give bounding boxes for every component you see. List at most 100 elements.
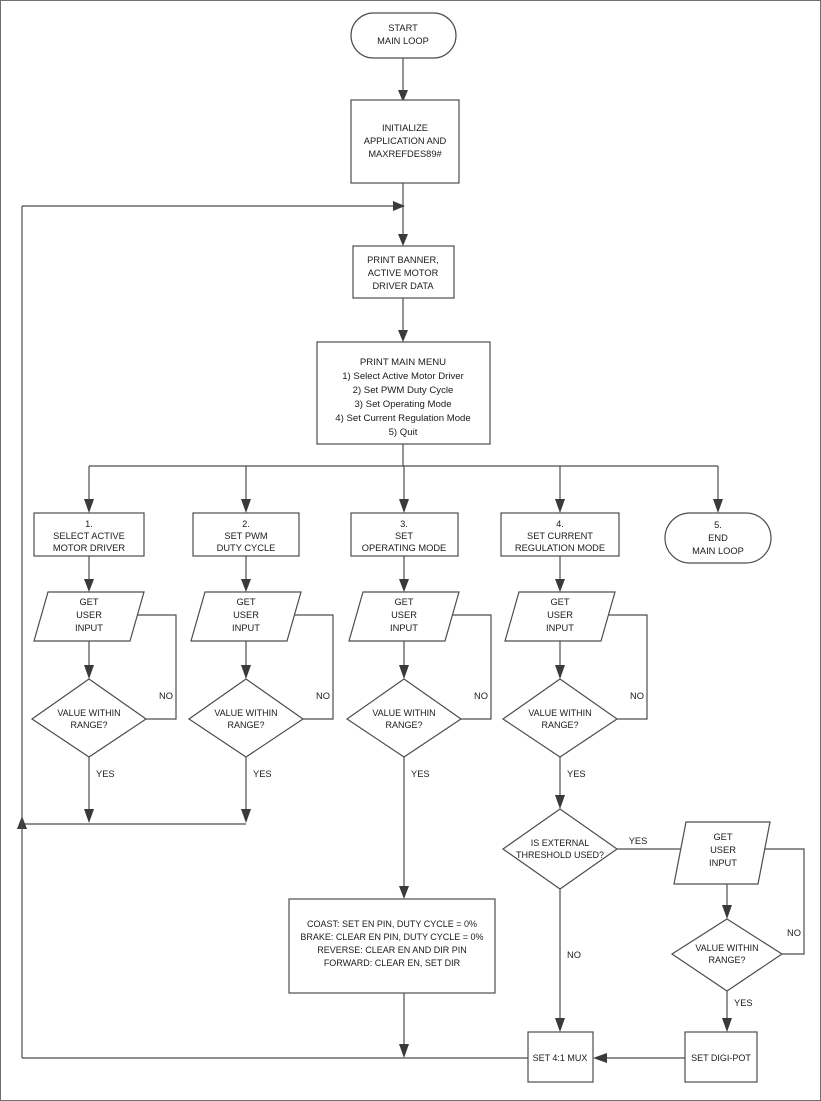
arrowhead-ext (555, 795, 565, 809)
option-4-line-2: SET CURRENT (527, 531, 593, 541)
modes-line-3: REVERSE: CLEAR EN AND DIR PIN (317, 945, 467, 955)
print-banner-shape (352, 245, 455, 299)
arrowhead-modes-bottom (399, 1044, 409, 1058)
start-line-2: MAIN LOOP (377, 36, 429, 46)
option-3-line-2: SET (395, 531, 413, 541)
set-digipot-shape (684, 1031, 758, 1083)
node-value-within-range-1[interactable]: VALUE WITHIN RANGE? (30, 678, 148, 758)
check-2-line-2: RANGE? (227, 720, 264, 730)
node-option-2-set-pwm-duty-cycle[interactable]: 2. SET PWM DUTY CYCLE (192, 512, 300, 557)
start-line-1: START (388, 23, 418, 33)
option-3-number: 3. (400, 519, 408, 529)
node-operating-mode-actions[interactable]: COAST: SET EN PIN, DUTY CYCLE = 0% BRAKE… (288, 898, 496, 994)
edge-label-no-4: NO (630, 691, 644, 701)
node-get-user-input-5[interactable]: GET USER INPUT (673, 821, 771, 885)
option-2-number: 2. (242, 519, 250, 529)
ext-threshold-shape (501, 808, 619, 890)
edge-label-yes-1: YES (96, 769, 115, 779)
arrowhead-banner (398, 234, 408, 246)
ext-threshold-line-1: IS EXTERNAL (531, 838, 590, 848)
input-2-line-2: USER (233, 610, 259, 620)
option-5-line-3: MAIN LOOP (692, 546, 744, 556)
check-1-line-1: VALUE WITHIN (57, 708, 120, 718)
menu-item-2[interactable]: 2) Set PWM Duty Cycle (353, 385, 454, 396)
conn-no1-loop (105, 614, 177, 720)
arrowhead-input4 (555, 579, 565, 592)
node-set-4-1-mux[interactable]: SET 4:1 MUX (527, 1031, 594, 1083)
node-option-4-set-current-regulation-mode[interactable]: 4. SET CURRENT REGULATION MODE (500, 512, 620, 557)
node-get-user-input-3[interactable]: GET USER INPUT (348, 591, 460, 642)
check-5-line-1: VALUE WITHIN (695, 943, 758, 953)
option-5-number: 5. (714, 520, 722, 530)
arrowhead-initialize (398, 90, 408, 102)
node-print-main-menu[interactable]: PRINT MAIN MENU 1) Select Active Motor D… (316, 341, 491, 445)
node-initialize[interactable]: INITIALIZE APPLICATION AND MAXREFDES89# (350, 99, 460, 184)
arrowhead-input2 (241, 579, 251, 592)
node-value-within-range-4[interactable]: VALUE WITHIN RANGE? (501, 678, 619, 758)
node-set-digi-pot[interactable]: SET DIGI-POT (684, 1031, 758, 1083)
option-4-number: 4. (556, 519, 564, 529)
conn-no2-loop (262, 614, 334, 720)
menu-item-3[interactable]: 3) Set Operating Mode (354, 399, 451, 410)
input-5-line-3: INPUT (709, 858, 737, 868)
node-get-user-input-1[interactable]: GET USER INPUT (33, 591, 145, 642)
conn-no4-loop (576, 614, 648, 720)
arrowhead-check2 (241, 665, 251, 679)
input-2-line-3: INPUT (232, 623, 260, 633)
arrowhead-check3 (399, 665, 409, 679)
node-get-user-input-2[interactable]: GET USER INPUT (190, 591, 302, 642)
edge-label-layer: NO NO NO NO NO YES YES YES YES YES YES N… (96, 691, 801, 1008)
print-banner-line-3: DRIVER DATA (372, 281, 434, 291)
option-3-line-3: OPERATING MODE (362, 543, 447, 553)
input-1-line-2: USER (76, 610, 102, 620)
check-3-line-2: RANGE? (385, 720, 422, 730)
option-3-shape (350, 512, 459, 557)
option-1-shape (33, 512, 145, 557)
menu-item-4[interactable]: 4) Set Current Regulation Mode (335, 413, 470, 424)
node-option-1-select-active-motor-driver[interactable]: 1. SELECT ACTIVE MOTOR DRIVER (33, 512, 145, 557)
conn-no3-loop (420, 614, 492, 720)
node-print-banner[interactable]: PRINT BANNER, ACTIVE MOTOR DRIVER DATA (352, 245, 455, 299)
input-5-line-1: GET (713, 832, 732, 842)
option-1-line-2: SELECT ACTIVE (53, 531, 125, 541)
input-4-line-3: INPUT (546, 623, 574, 633)
option-5-shape (664, 512, 772, 564)
set-digipot-label: SET DIGI-POT (691, 1053, 751, 1063)
node-value-within-range-3[interactable]: VALUE WITHIN RANGE? (345, 678, 463, 758)
arrowhead-modes (399, 886, 409, 899)
input-4-shape (504, 591, 616, 642)
arrowhead-input1 (84, 579, 94, 592)
print-main-menu-shape (316, 341, 491, 445)
option-2-line-3: DUTY CYCLE (217, 543, 276, 553)
arrowhead-check4 (555, 665, 565, 679)
print-banner-line-1: PRINT BANNER, (367, 255, 439, 265)
node-is-external-threshold-used[interactable]: IS EXTERNAL THRESHOLD USED? (501, 808, 619, 890)
menu-item-1[interactable]: 1) Select Active Motor Driver (342, 371, 464, 382)
print-banner-line-2: ACTIVE MOTOR (368, 268, 439, 278)
node-option-3-set-operating-mode[interactable]: 3. SET OPERATING MODE (350, 512, 459, 557)
conn-no5-loop (743, 848, 805, 955)
check-1-line-2: RANGE? (70, 720, 107, 730)
arrowhead-mux-right (593, 1053, 607, 1063)
arrowhead-check5 (722, 905, 732, 919)
check-3-shape (345, 678, 463, 758)
node-value-within-range-5[interactable]: VALUE WITHIN RANGE? (670, 918, 784, 992)
node-value-within-range-2[interactable]: VALUE WITHIN RANGE? (187, 678, 305, 758)
arrowhead-opt1 (84, 499, 94, 513)
modes-line-2: BRAKE: CLEAR EN PIN, DUTY CYCLE = 0% (300, 932, 483, 942)
arrowhead-digipot (722, 1018, 732, 1032)
modes-shape (288, 898, 496, 994)
initialize-line-3: MAXREFDES89# (368, 149, 442, 159)
node-start[interactable]: START MAIN LOOP (350, 12, 457, 59)
option-5-line-2: END (708, 533, 728, 543)
modes-line-1: COAST: SET EN PIN, DUTY CYCLE = 0% (307, 919, 477, 929)
node-option-5-end-main-loop[interactable]: 5. END MAIN LOOP (664, 512, 772, 564)
node-get-user-input-4[interactable]: GET USER INPUT (504, 591, 616, 642)
initialize-line-2: APPLICATION AND (364, 136, 447, 146)
check-4-line-2: RANGE? (541, 720, 578, 730)
set-mux-label: SET 4:1 MUX (533, 1053, 588, 1063)
arrowhead-menu (398, 330, 408, 342)
menu-item-5[interactable]: 5) Quit (389, 427, 418, 438)
edge-label-yes-2: YES (253, 769, 272, 779)
